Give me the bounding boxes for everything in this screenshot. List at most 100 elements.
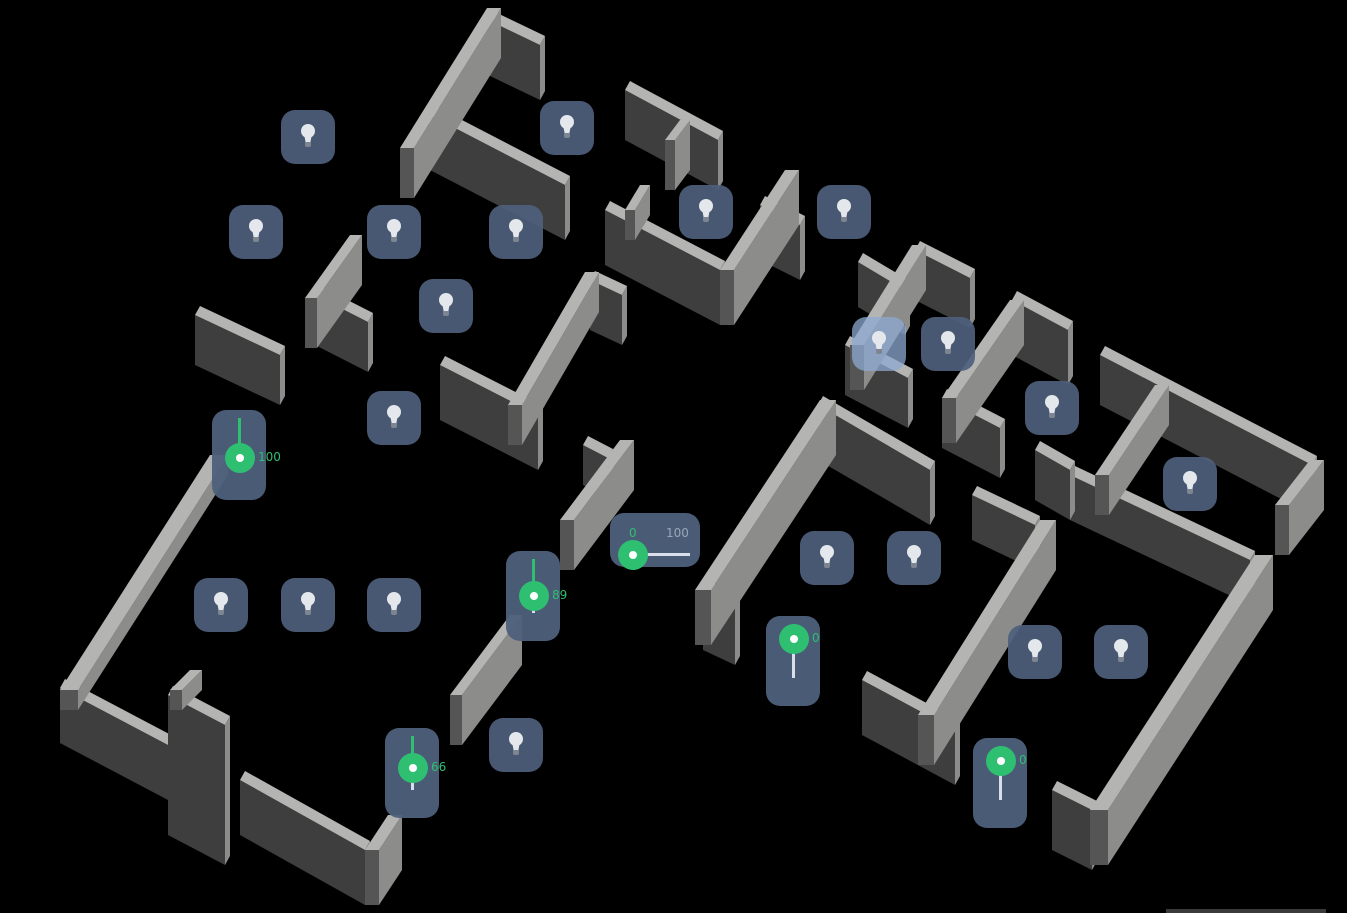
wall-top [720, 170, 799, 270]
wall-end [942, 398, 956, 443]
wall-end [60, 690, 78, 710]
slider-thumb[interactable] [618, 540, 648, 570]
wall-top [1012, 291, 1073, 330]
wall-top [1100, 346, 1317, 465]
wall-top [590, 271, 627, 295]
wall-face [414, 8, 501, 198]
scroll-indicator[interactable] [1166, 909, 1326, 913]
wall-face [1012, 300, 1068, 385]
wall-end [970, 269, 975, 328]
wall-end [800, 216, 805, 280]
light-toggle-button[interactable] [887, 531, 941, 585]
wall-end [508, 405, 522, 445]
wall-top [583, 436, 613, 458]
slider-thumb[interactable] [986, 746, 1016, 776]
light-toggle-button[interactable] [800, 531, 854, 585]
wall-top [365, 815, 402, 850]
light-toggle-button[interactable] [194, 578, 248, 632]
light-toggle-button[interactable] [1094, 625, 1148, 679]
light-toggle-button[interactable] [419, 279, 473, 333]
slider-fill [238, 418, 241, 458]
light-toggle-button[interactable] [1025, 381, 1079, 435]
lightbulb-icon [436, 293, 456, 319]
slider-min-label: 0 [629, 526, 637, 540]
dimmer-slider[interactable]: 89 [506, 551, 567, 641]
light-toggle-button[interactable] [852, 317, 906, 371]
wall-end [955, 721, 960, 785]
wall-top [430, 106, 570, 185]
horizontal-dimmer-slider[interactable]: 0 100 [610, 513, 700, 570]
dimmer-slider[interactable]: 0 [973, 738, 1027, 828]
wall-face [1108, 555, 1273, 865]
wall-face [635, 185, 650, 240]
wall-face [1109, 385, 1169, 515]
wall-top [488, 11, 545, 45]
slider-thumb[interactable] [779, 624, 809, 654]
wall-top [1275, 460, 1324, 505]
lightbulb-icon [817, 545, 837, 571]
wall-face [195, 315, 280, 405]
wall-top [60, 455, 228, 690]
light-toggle-button[interactable] [1008, 625, 1062, 679]
dimmer-slider[interactable]: 100 [212, 410, 281, 500]
wall-face [818, 405, 930, 525]
wall-end [695, 590, 711, 645]
wall-top [400, 8, 501, 148]
light-toggle-button[interactable] [817, 185, 871, 239]
wall-end [718, 131, 723, 190]
wall-face [956, 300, 1024, 443]
light-toggle-button[interactable] [1163, 457, 1217, 511]
dimmer-slider[interactable]: 66 [385, 728, 446, 818]
wall-face [317, 235, 362, 348]
lightbulb-icon [938, 331, 958, 357]
light-toggle-button[interactable] [489, 718, 543, 772]
light-toggle-button[interactable] [367, 578, 421, 632]
light-toggle-button[interactable] [921, 317, 975, 371]
wall-end [170, 690, 182, 710]
wall-top [818, 396, 935, 470]
wall-end [280, 346, 285, 405]
light-toggle-button[interactable] [229, 205, 283, 259]
light-toggle-button[interactable] [679, 185, 733, 239]
wall-face [182, 670, 202, 710]
slider-thumb[interactable] [519, 581, 549, 612]
slider-thumb[interactable] [225, 443, 255, 473]
wall-top [665, 120, 690, 140]
wall-end [735, 596, 740, 665]
wall-end [225, 716, 230, 865]
light-toggle-button[interactable] [489, 205, 543, 259]
wall-face [379, 815, 402, 905]
lightbulb-icon [506, 732, 526, 758]
wall-top [170, 670, 202, 690]
slider-track[interactable] [632, 553, 690, 556]
wall-top [60, 679, 173, 745]
lightbulb-icon [1025, 639, 1045, 665]
wall-end [918, 715, 934, 765]
wall-face [1035, 450, 1070, 520]
light-toggle-button[interactable] [367, 205, 421, 259]
light-toggle-button[interactable] [281, 110, 335, 164]
wall-end [1000, 419, 1005, 478]
lightbulb-icon [557, 115, 577, 141]
wall-face [574, 440, 634, 570]
light-toggle-button[interactable] [281, 578, 335, 632]
wall-end [622, 286, 627, 345]
wall-top [918, 520, 1056, 715]
lightbulb-icon [506, 219, 526, 245]
lightbulb-icon [904, 545, 924, 571]
wall-end [560, 520, 574, 570]
lightbulb-icon [298, 592, 318, 618]
lightbulb-icon [834, 199, 854, 225]
wall-face [168, 695, 225, 865]
slider-thumb[interactable] [398, 752, 428, 783]
wall-top [972, 486, 1040, 525]
light-toggle-button[interactable] [367, 391, 421, 445]
wall-end [720, 270, 734, 325]
dimmer-slider[interactable]: 0 [766, 616, 820, 706]
wall-top [1090, 555, 1273, 810]
wall-top [195, 306, 285, 355]
lightbulb-icon [384, 405, 404, 431]
light-toggle-button[interactable] [540, 101, 594, 155]
wall-face [1289, 460, 1324, 555]
